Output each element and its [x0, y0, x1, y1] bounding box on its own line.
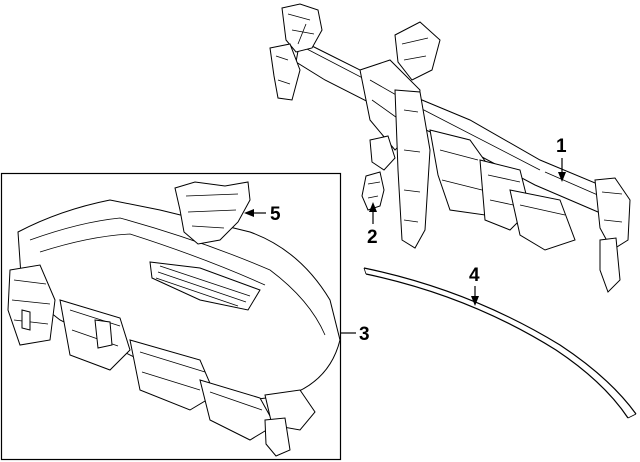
- cross-car-beam-part: [269, 3, 631, 293]
- callout-1: 1: [556, 136, 567, 157]
- small-bracket-part: [361, 171, 385, 211]
- callout-3: 3: [359, 324, 370, 345]
- instrument-panel-group-box: [0, 172, 342, 461]
- callout-4: 4: [469, 265, 480, 286]
- callout-2: 2: [367, 227, 378, 248]
- instrument-panel-part: [7, 199, 341, 457]
- callout-5: 5: [270, 204, 281, 225]
- panel-bracket-part: [174, 181, 251, 245]
- molding-strip-part: [363, 267, 637, 419]
- leader-lines: [244, 158, 566, 334]
